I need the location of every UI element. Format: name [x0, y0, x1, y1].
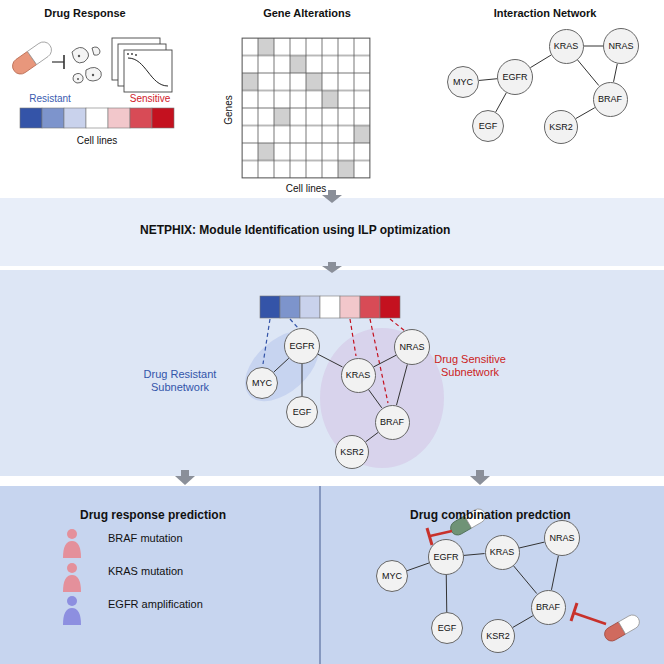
- gene-name: MYC: [252, 378, 272, 388]
- text-label: Genes: [223, 95, 235, 124]
- text-label: Cell lines: [77, 135, 118, 147]
- gene-name: KSR2: [486, 631, 510, 641]
- gene-name: BRAF: [380, 417, 404, 427]
- interaction-edge: [576, 108, 595, 119]
- gene-node: KRAS: [549, 29, 584, 64]
- gene-name: MYC: [382, 571, 402, 581]
- interaction-edge: [496, 93, 507, 112]
- gene-node: KSR2: [544, 110, 578, 144]
- gene-name: EGF: [438, 623, 457, 633]
- gene-node: EGFR: [284, 328, 320, 364]
- panel-box: Drug combination predctionMYC EGFR KRAS NRA…: [322, 486, 664, 664]
- gene-name: EGFR: [289, 341, 314, 351]
- gene-name: EGF: [293, 407, 312, 417]
- gene-name: KSR2: [340, 447, 364, 457]
- gene-node: EGF: [472, 110, 504, 142]
- interaction-edge: [446, 575, 448, 612]
- interaction-edge: [318, 354, 342, 367]
- interaction-edge: [397, 364, 408, 405]
- interaction-edge: [464, 554, 485, 556]
- interaction-edge: [368, 389, 381, 408]
- gene-name: EGFR: [502, 72, 527, 82]
- interaction-edge: [374, 355, 396, 367]
- gene-name: MYC: [453, 77, 473, 87]
- gene-node: EGF: [286, 396, 318, 428]
- panel-title: Drug response prediction: [80, 508, 226, 522]
- gene-name: EGFR: [433, 552, 458, 562]
- text-label: Drug Resistant Subnetwork: [130, 368, 230, 394]
- gene-name: NRAS: [399, 342, 424, 352]
- gene-name: KRAS: [490, 547, 515, 557]
- prediction-label: KRAS mutation: [108, 565, 183, 577]
- panel-box: Drug response predictionBRAF mutationKRA…: [0, 486, 320, 664]
- gene-node: EGFR: [497, 59, 533, 95]
- gene-name: NRAS: [549, 533, 574, 543]
- interaction-edge: [302, 364, 303, 396]
- prediction-label: BRAF mutation: [108, 532, 183, 544]
- gene-node: KSR2: [481, 619, 515, 653]
- interaction-edge: [551, 556, 558, 590]
- gene-name: KSR2: [549, 122, 573, 132]
- gene-node: EGF: [431, 612, 463, 644]
- interaction-edge: [577, 59, 599, 85]
- interaction-edge: [274, 358, 289, 372]
- panel-title: Drug combination predction: [410, 508, 571, 522]
- gene-node: MYC: [246, 367, 278, 399]
- gene-node: EGFR: [428, 539, 464, 575]
- panel-box: NETPHIX: Module Identification using ILP…: [0, 198, 664, 266]
- interaction-edge: [479, 79, 497, 81]
- gene-node: MYC: [376, 560, 408, 592]
- gene-name: KRAS: [554, 41, 579, 51]
- gene-node: BRAF: [375, 405, 410, 440]
- gene-node: KRAS: [485, 535, 520, 570]
- interaction-edge: [614, 64, 618, 82]
- gene-node: NRAS: [394, 329, 430, 365]
- gene-name: NRAS: [608, 41, 633, 51]
- text-label: Resistant: [29, 93, 71, 105]
- gene-name: EGF: [479, 121, 498, 131]
- text-label: Gene Alterations: [263, 7, 351, 20]
- text-label: Drug Sensitive Subnetwork: [420, 353, 520, 379]
- interaction-edge: [584, 46, 604, 47]
- gene-node: KRAS: [341, 358, 376, 393]
- interaction-edge: [519, 542, 544, 548]
- interaction-edge: [513, 616, 533, 628]
- gene-node: BRAF: [531, 590, 566, 625]
- gene-name: BRAF: [598, 94, 622, 104]
- text-label: Interaction Network: [494, 7, 597, 20]
- gene-node: NRAS: [603, 28, 639, 64]
- gene-node: KSR2: [335, 435, 369, 469]
- gene-name: BRAF: [536, 602, 560, 612]
- interaction-edge: [366, 433, 378, 442]
- text-label: Drug Response: [44, 7, 125, 20]
- interaction-edge: [513, 565, 537, 593]
- prediction-label: EGFR amplification: [108, 598, 203, 610]
- panel-title: NETPHIX: Module Identification using ILP…: [140, 223, 450, 237]
- gene-node: MYC: [447, 66, 479, 98]
- text-label: Sensitive: [130, 93, 171, 105]
- text-label: Cell lines: [286, 183, 327, 195]
- interaction-edge: [407, 563, 429, 571]
- interaction-edge: [530, 55, 551, 68]
- gene-name: KRAS: [346, 370, 371, 380]
- gene-node: NRAS: [544, 520, 580, 556]
- gene-node: BRAF: [593, 82, 628, 117]
